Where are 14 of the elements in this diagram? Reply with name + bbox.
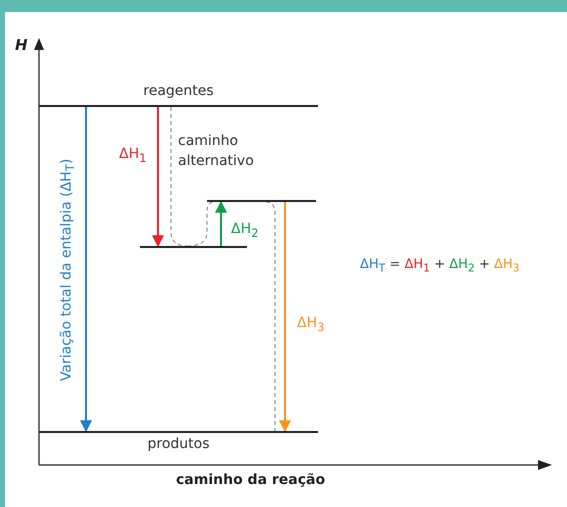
axis-title: caminho da reação xyxy=(176,472,326,488)
energy-level-line xyxy=(207,200,316,202)
arrow xyxy=(279,202,291,432)
axis-label: H xyxy=(15,36,28,54)
dashed-path-line xyxy=(186,202,214,246)
equation: ΔH$_{T}$ = ΔH$_{1}$ + ΔH$_{2}$ + ΔH$_{3}$ xyxy=(360,257,520,275)
level-label: reagentes xyxy=(143,82,214,101)
arrow xyxy=(80,107,92,432)
arrow xyxy=(152,107,164,248)
arrow xyxy=(215,200,227,246)
energy-level-line xyxy=(140,246,247,248)
dashed-path-line xyxy=(170,106,188,246)
level-label: produtos xyxy=(147,435,210,454)
dashed-path-line xyxy=(266,202,276,432)
